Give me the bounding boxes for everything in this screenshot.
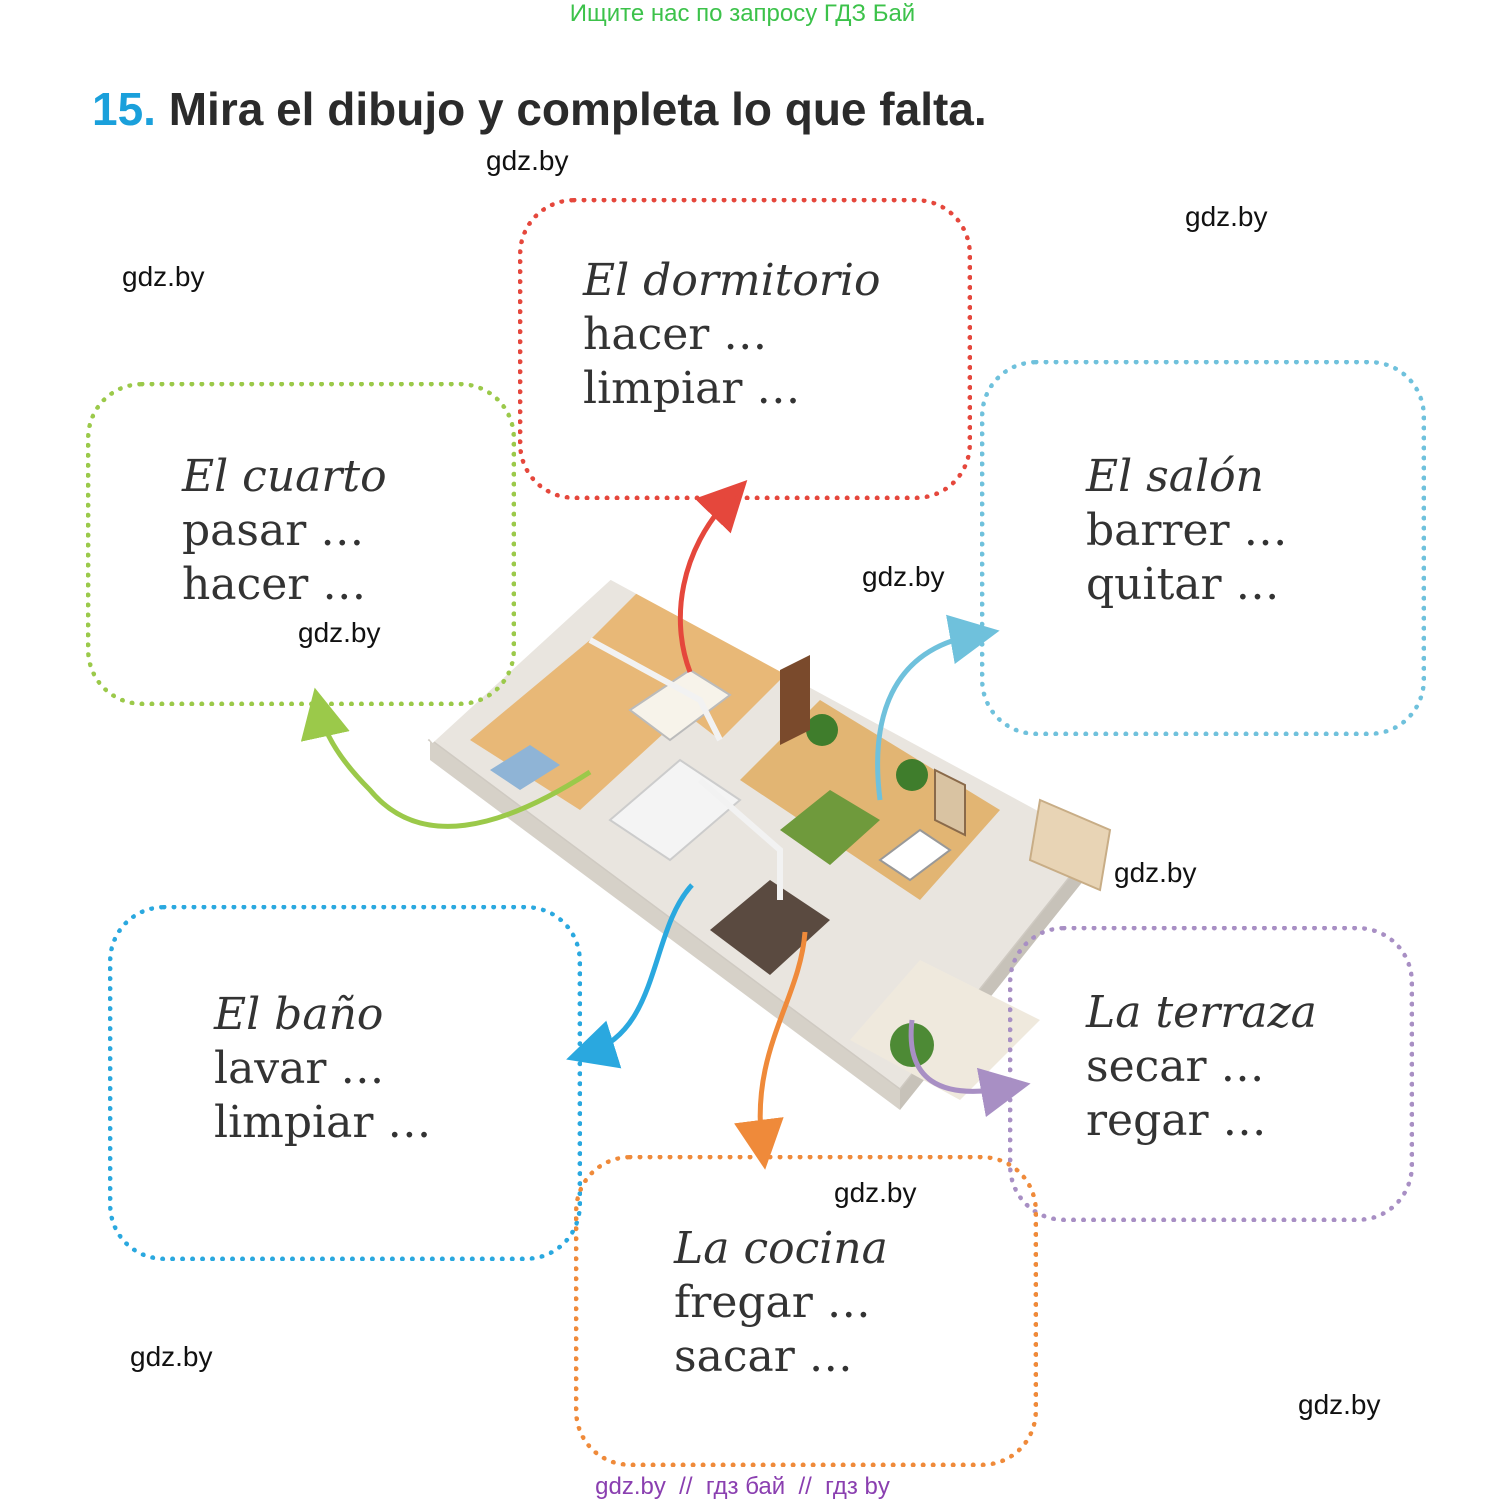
task-line: limpiar … <box>214 1097 432 1148</box>
task-line: barrer … <box>1086 505 1288 556</box>
box-bano <box>108 905 582 1261</box>
watermark: gdz.by <box>862 561 945 592</box>
box-cocina-text: La cocina fregar … sacar … <box>674 1222 888 1384</box>
exercise-number: 15. <box>92 83 156 135</box>
box-salon-text: El salón barrer … quitar … <box>1086 450 1288 612</box>
box-terraza <box>1008 926 1414 1222</box>
watermark: gdz.by <box>1185 201 1268 232</box>
room-label-salon: El salón <box>1086 451 1264 502</box>
task-line: fregar … <box>674 1277 871 1328</box>
watermark: gdz.by <box>298 617 381 648</box>
room-label-cuarto: El cuarto <box>182 451 387 502</box>
task-line: quitar … <box>1086 559 1280 610</box>
watermark: gdz.by <box>122 261 205 292</box>
task-line: limpiar … <box>583 363 801 414</box>
arrow-bano <box>566 883 694 1069</box>
box-dormitorio-text: El dormitorio hacer … limpiar … <box>583 254 880 416</box>
task-line: lavar … <box>214 1043 385 1094</box>
exercise-instruction: Mira el dibujo y completa lo que falta. <box>168 83 987 135</box>
exercise-title: 15. Mira el dibujo y completa lo que fal… <box>92 82 987 136</box>
task-line: secar … <box>1086 1041 1265 1092</box>
box-cocina <box>574 1155 1038 1467</box>
footer-links: gdz.by // гдз бай // гдз by <box>595 1473 890 1500</box>
box-cuarto-text: El cuarto pasar … hacer … <box>182 450 387 612</box>
watermark: gdz.by <box>1114 857 1197 888</box>
watermark: gdz.by <box>486 145 569 176</box>
box-salon <box>980 360 1426 736</box>
arrow-salon <box>875 614 1000 801</box>
room-label-dormitorio: El dormitorio <box>583 255 881 306</box>
watermark: gdz.by <box>130 1341 213 1372</box>
box-dormitorio <box>518 198 972 500</box>
task-line: hacer … <box>182 559 367 610</box>
box-terraza-text: La terraza secar … regar … <box>1086 986 1317 1148</box>
room-label-bano: El baño <box>214 989 384 1040</box>
arrow-cuarto <box>300 687 592 829</box>
box-cuarto <box>86 382 516 706</box>
box-bano-text: El baño lavar … limpiar … <box>214 988 431 1150</box>
room-label-terraza: La terraza <box>1086 987 1317 1038</box>
arrow-terraza <box>908 1019 1031 1118</box>
room-label-cocina: La cocina <box>674 1223 888 1274</box>
task-line: hacer … <box>583 309 768 360</box>
task-line: regar … <box>1086 1095 1267 1146</box>
task-line: sacar … <box>674 1331 853 1382</box>
top-banner: Ищите нас по запросу ГДЗ Бай <box>569 0 916 27</box>
watermark: gdz.by <box>1298 1389 1381 1420</box>
arrow-cocina <box>734 931 808 1170</box>
task-line: pasar … <box>182 505 365 556</box>
arrow-dormitorio <box>677 479 748 673</box>
watermark: gdz.by <box>834 1177 917 1208</box>
